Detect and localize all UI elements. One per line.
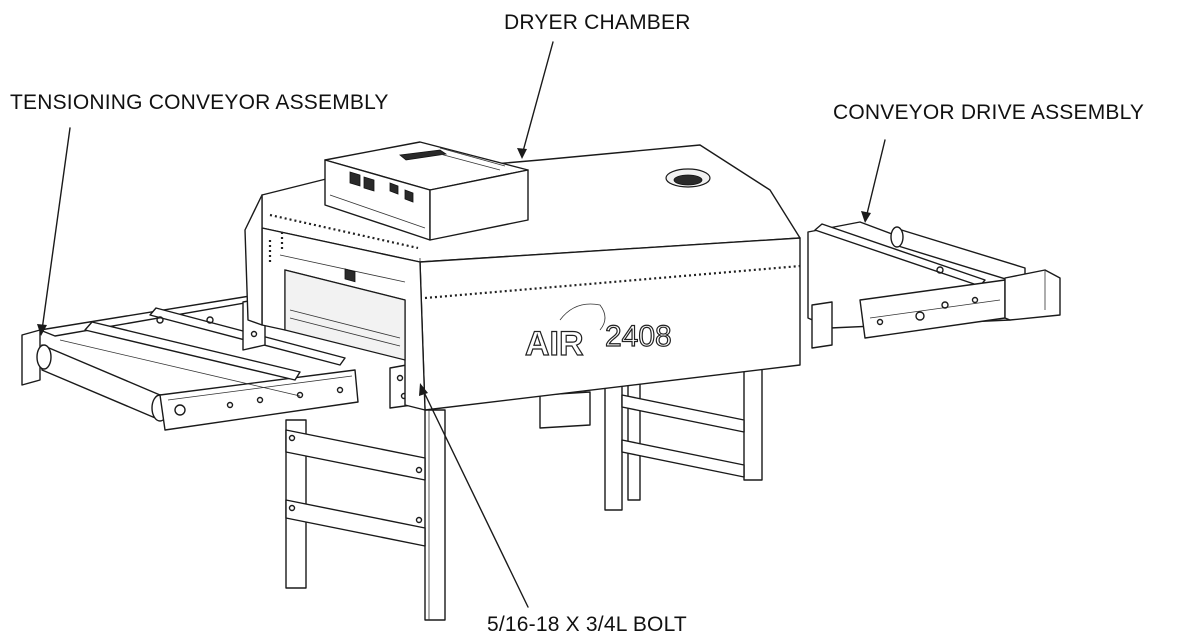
leader-lines [37,41,886,608]
label-conveyor-drive: CONVEYOR DRIVE ASSEMBLY [833,101,1145,124]
label-dryer-chamber: DRYER CHAMBER [504,11,691,34]
control-button [344,268,356,283]
arrow-dryer-chamber [517,148,527,159]
label-bolt: 5/16-18 X 3/4L BOLT [487,613,687,636]
leader-dryer-chamber [521,41,554,156]
arrow-bolt [419,383,428,396]
logo-brand-letters: AIR [525,325,584,363]
arrow-tensioning-conveyor [37,324,47,336]
stand-legs [285,361,763,621]
leader-conveyor-drive [865,139,886,219]
control-box-drawing [324,141,529,283]
conveyor-drive-drawing [807,221,1061,349]
logo-model-text: 2408 [605,320,672,353]
tensioning-conveyor-drawing [21,295,413,431]
brand-logo: AIR 2408 [524,303,672,364]
arrow-conveyor-drive [861,211,871,223]
leader-bolt [421,387,529,608]
leader-tensioning-conveyor [41,127,71,331]
label-tensioning-conveyor: TENSIONING CONVEYOR ASSEMBLY [10,91,389,114]
